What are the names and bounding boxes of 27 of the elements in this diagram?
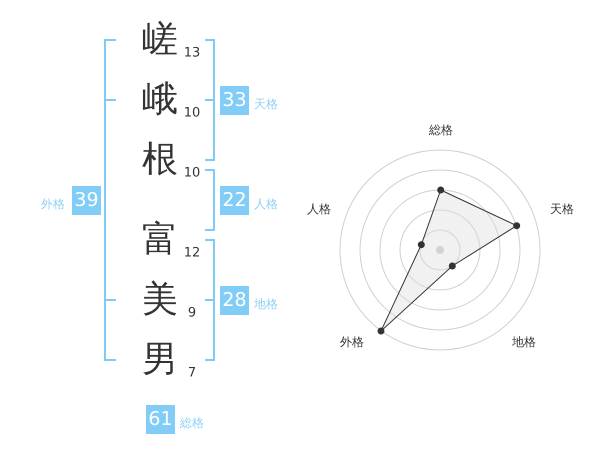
axis-label: 外格: [340, 336, 364, 348]
axis-label: 総格: [429, 124, 453, 136]
score-label: 外格: [41, 198, 65, 210]
stroke-count: 12: [184, 246, 200, 260]
axis-label: 天格: [550, 203, 574, 215]
stroke-count: 13: [184, 46, 200, 60]
name-character: 男: [142, 342, 178, 378]
score-box: 28: [220, 286, 249, 315]
name-character: 嵯: [142, 22, 178, 58]
name-character: 富: [142, 222, 178, 258]
name-character: 峨: [142, 82, 178, 118]
axis-label: 地格: [512, 336, 536, 348]
score-box: 22: [220, 186, 249, 215]
score-label: 総格: [180, 417, 204, 429]
stroke-count: 7: [188, 366, 196, 380]
score-box: 33: [220, 86, 249, 115]
name-character: 美: [142, 282, 178, 318]
stroke-count: 10: [184, 166, 200, 180]
name-character: 根: [142, 142, 178, 178]
score-label: 地格: [254, 298, 278, 310]
score-label: 天格: [254, 98, 278, 110]
stroke-count: 10: [184, 106, 200, 120]
score-label: 人格: [254, 198, 278, 210]
axis-label: 人格: [307, 203, 331, 215]
score-box: 39: [72, 186, 101, 215]
stroke-count: 9: [188, 306, 196, 320]
score-box: 61: [146, 405, 175, 434]
